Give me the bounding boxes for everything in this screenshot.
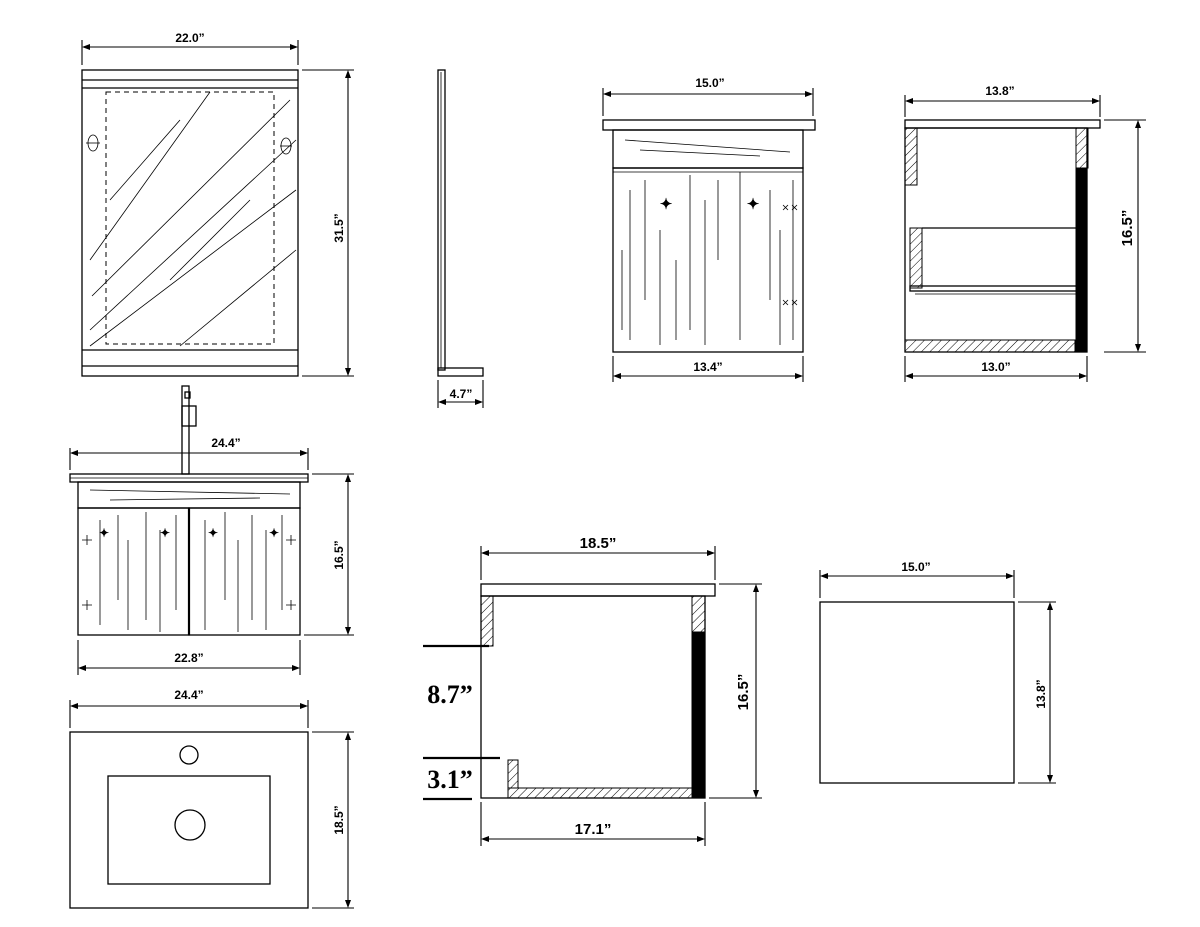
mirror-glare-lines [89,91,297,347]
small-front-top-label: 15.0” [695,76,724,90]
section-bottom-dimension: 17.1” [480,802,706,846]
mirror-depth-dimension: 4.7” [437,380,484,408]
section-height-dimension: 16.5” [709,583,762,799]
top-plan-width-label: 15.0” [901,560,930,574]
small-side-height-label: 16.5” [1119,210,1136,247]
mirror-clip-left-icon [86,134,100,152]
mirror-height-dimension: 31.5” [302,69,354,377]
mirror-clip-right-icon [280,137,292,155]
faucet-hole-icon [179,745,199,765]
mirror-front-view: 22.0” 31.5” [81,31,354,377]
faucet-icon [181,385,197,475]
mirror-height-label: 31.5” [332,213,346,242]
vanity-section-view: 8.7” 3.1” 18.5” 16.5” 17 [423,535,762,846]
vanity-front-height-label: 16.5” [332,540,346,569]
sink-depth-label: 18.5” [332,805,346,834]
top-plan-depth-label: 13.8” [1034,679,1048,708]
mirror-width-label: 22.0” [175,31,204,45]
small-front-bottom-dimension: 13.4” [612,356,804,382]
top-plan-view: 15.0” 13.8” [819,560,1056,784]
vanity-front-height-dimension: 16.5” [304,473,354,636]
small-side-top-label: 13.8” [985,84,1014,98]
small-side-bottom-dimension: 13.0” [904,356,1088,382]
knob-right-icon: ✦ [747,196,760,213]
sink-depth-dimension: 18.5” [312,731,354,909]
section-height-label: 16.5” [735,674,752,711]
mirror-width-dimension: 22.0” [81,31,299,65]
sink-width-label: 24.4” [174,688,203,702]
mirror-side-view: 4.7” [437,69,484,408]
lower-gap-label: 3.1” [427,765,473,794]
small-front-top-dimension: 15.0” [602,76,814,116]
vanity-front-bottom-dimension: 22.8” [77,640,301,675]
top-plan-width-dimension: 15.0” [819,560,1015,598]
vanity-front-top-dimension: 24.4” [69,436,309,470]
section-top-label: 18.5” [580,535,617,552]
knob-center-right-icon: ✦ [208,526,218,540]
section-bottom-label: 17.1” [575,821,612,838]
section-top-dimension: 18.5” [480,535,716,580]
small-side-top-dimension: 13.8” [904,84,1101,117]
knob-center-left-icon: ✦ [160,526,170,540]
mirror-depth-label: 4.7” [450,387,473,401]
upper-gap-label: 8.7” [427,680,473,709]
knob-left-icon: ✦ [660,196,673,213]
small-front-bottom-label: 13.4” [693,360,722,374]
upper-gap-marker: 8.7” [423,644,500,760]
vanity-front-bottom-label: 22.8” [174,651,203,665]
vanity-wood-grain-lines [99,512,283,632]
sink-top-plan-view: 24.4” 18.5” [69,688,354,909]
small-side-bottom-label: 13.0” [981,360,1010,374]
small-vanity-side-view: 13.8” 16.5” 13.0” [904,84,1146,382]
small-side-height-dimension: 16.5” [1104,119,1146,353]
knob-left-door-icon: ✦ [99,526,109,540]
hinge-upper-icon [782,204,798,211]
vanity-front-top-label: 24.4” [211,436,240,450]
drain-icon [174,809,206,841]
lower-gap-marker: 3.1” [423,765,473,801]
hinge-marks-icon [82,535,296,610]
sink-width-dimension: 24.4” [69,688,309,728]
top-plan-depth-dimension: 13.8” [1018,601,1056,784]
knob-right-door-icon: ✦ [269,526,279,540]
vanity-front-view: ✦ ✦ ✦ ✦ 24.4” 16.5” 22. [69,385,354,675]
hinge-lower-icon [782,299,798,306]
small-vanity-front-view: ✦ ✦ 15.0” 13.4” [602,76,816,382]
wood-grain-lines [621,172,794,345]
